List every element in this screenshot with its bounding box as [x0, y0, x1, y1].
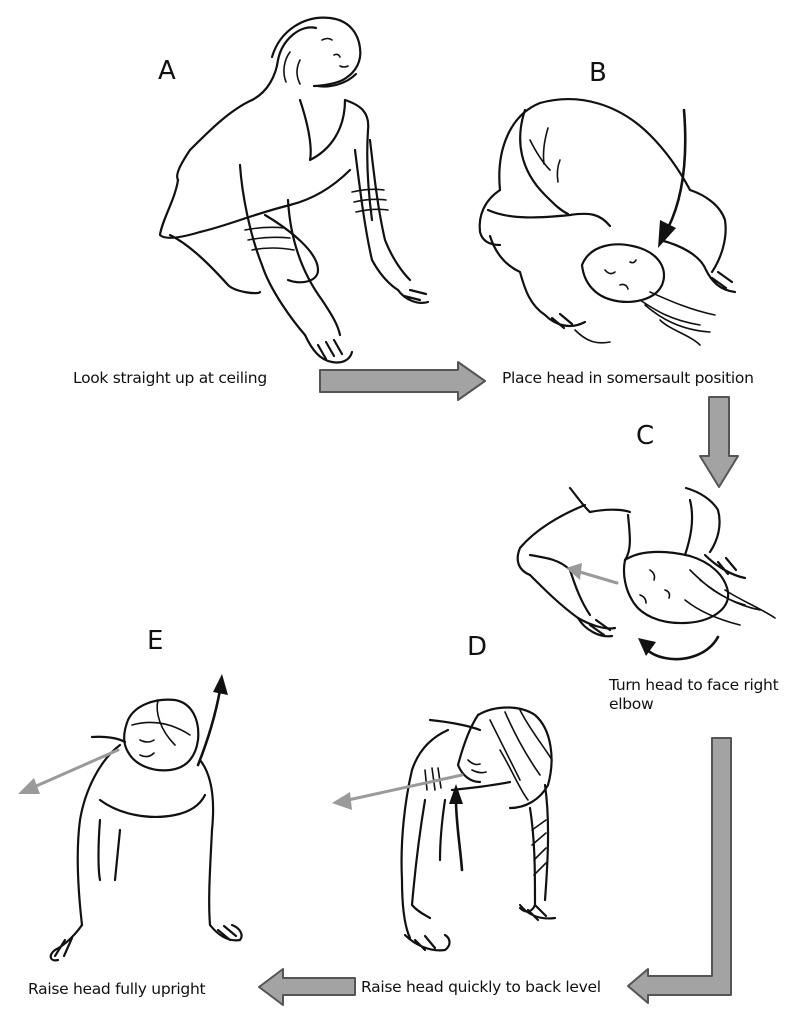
- flow-arrow-b-to-c: [699, 396, 739, 488]
- figure-a-illustration: [158, 16, 430, 364]
- step-label-e: E: [147, 626, 164, 656]
- step-caption-a: Look straight up at ceiling: [73, 369, 267, 387]
- flow-arrow-c-to-d: [627, 737, 732, 1004]
- step-caption-c: Turn head to face right elbow: [609, 676, 779, 714]
- step-label-b: B: [589, 58, 607, 88]
- step-label-d: D: [467, 632, 488, 662]
- step-caption-e: Raise head fully upright: [28, 980, 206, 998]
- flow-arrow-d-to-e: [258, 968, 356, 1006]
- step-label-c: C: [636, 421, 655, 451]
- figure-e-illustration: [18, 674, 243, 962]
- step-caption-b: Place head in somersault position: [502, 369, 754, 387]
- figure-c-illustration: [516, 486, 776, 661]
- figure-b-illustration: [478, 98, 737, 346]
- step-label-a: A: [158, 56, 176, 86]
- step-caption-d: Raise head quickly to back level: [361, 978, 601, 996]
- flow-arrow-a-to-b: [319, 361, 486, 401]
- figure-d-illustration: [332, 706, 557, 952]
